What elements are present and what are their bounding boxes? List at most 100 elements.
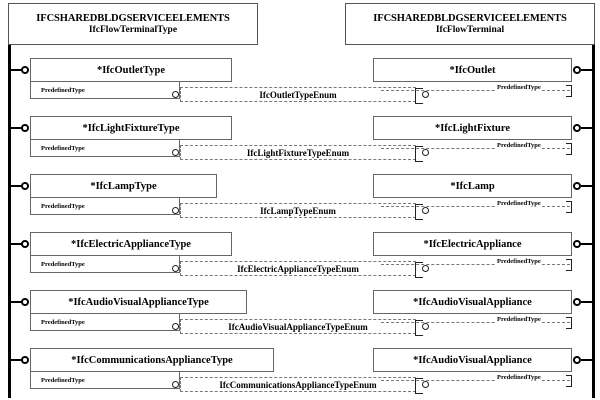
attribute-bracket-right [566,317,572,329]
enum-type-box: IfcAudioVisualApplianceTypeEnum [180,319,416,334]
attribute-row-left: PredefinedType [30,198,180,215]
enum-type-box: IfcElectricApplianceTypeEnum [180,261,416,276]
attribute-bracket-right [566,375,572,387]
optional-marker-right [422,323,429,330]
optional-marker-left [172,323,179,330]
entity-name-right: *IfcLamp [450,180,495,192]
enum-type-name: IfcCommunicationsApplianceTypeEnum [219,379,377,390]
attribute-label-predefinedtype: PredefinedType [41,144,85,152]
supertype-branch-left [11,359,22,361]
supertype-branch-right [581,359,592,361]
enum-type-name: IfcElectricApplianceTypeEnum [237,263,359,274]
entity-box-left: *IfcElectricApplianceType [30,232,232,256]
entity-box-right: *IfcAudioVisualAppliance [373,290,572,314]
optional-marker-right [422,381,429,388]
entity-name-right: *IfcElectricAppliance [423,238,522,250]
entity-name-left: *IfcLightFixtureType [82,122,180,134]
attribute-line-right [381,322,570,323]
supertype-branch-right [581,127,592,129]
entity-name-right: *IfcAudioVisualAppliance [413,296,532,308]
supertype-marker-left [21,124,29,132]
entity-name-left: *IfcCommunicationsApplianceType [71,354,233,366]
attribute-bracket-right [566,85,572,97]
enum-type-name: IfcOutletTypeEnum [259,89,337,100]
attribute-bracket-right [566,259,572,271]
attribute-label-predefinedtype: PredefinedType [41,202,85,210]
enum-type-name: IfcLightFixtureTypeEnum [246,147,350,158]
header-entity-name: IfcFlowTerminalType [88,24,178,35]
attribute-label-predefinedtype: PredefinedType [41,318,85,326]
supertype-branch-right [581,243,592,245]
enum-bracket-right [415,203,423,220]
attribute-label-predefinedtype-right: PredefinedType [496,200,542,207]
entity-box-right: *IfcOutlet [373,58,572,82]
supertype-branch-right [581,69,592,71]
entity-name-left: *IfcAudioVisualApplianceType [68,296,209,308]
entity-name-left: *IfcLampType [90,180,157,192]
enum-bracket-right [415,319,423,336]
supertype-marker-left [21,356,29,364]
supertype-marker-left [21,182,29,190]
supertype-marker-left [21,66,29,74]
attribute-label-predefinedtype-right: PredefinedType [496,258,542,265]
attribute-label-predefinedtype-right: PredefinedType [496,374,542,381]
attribute-bracket-right [566,143,572,155]
entity-box-left: *IfcLampType [30,174,217,198]
right-spine [592,45,595,398]
enum-bracket-right [415,377,423,394]
supertype-branch-left [11,301,22,303]
entity-box-left: *IfcCommunicationsApplianceType [30,348,274,372]
supertype-marker-right [573,356,581,364]
enum-type-box: IfcLampTypeEnum [180,203,416,218]
header-schema-name: IFCSHAREDBLDGSERVICEELEMENTS [36,12,230,24]
optional-marker-left [172,265,179,272]
supertype-marker-right [573,182,581,190]
supertype-branch-left [11,69,22,71]
entity-box-right: *IfcLamp [373,174,572,198]
attribute-row-left: PredefinedType [30,256,180,273]
attribute-line-right [381,148,570,149]
attribute-row-left: PredefinedType [30,372,180,389]
attribute-line-right [381,90,570,91]
supertype-marker-right [573,240,581,248]
supertype-branch-right [581,185,592,187]
attribute-line-right [381,264,570,265]
supertype-branch-left [11,243,22,245]
supertype-marker-right [573,124,581,132]
supertype-branch-left [11,127,22,129]
entity-box-right: *IfcElectricAppliance [373,232,572,256]
enum-bracket-right [415,261,423,278]
attribute-label-predefinedtype-right: PredefinedType [496,84,542,91]
enum-type-box: IfcLightFixtureTypeEnum [180,145,416,160]
optional-marker-right [422,207,429,214]
header-entity-name: IfcFlowTerminal [435,24,505,35]
entity-box-left: *IfcAudioVisualApplianceType [30,290,247,314]
entity-name-right: *IfcLightFixture [434,122,511,134]
attribute-label-predefinedtype-right: PredefinedType [496,316,542,323]
optional-marker-right [422,265,429,272]
entity-name-right: *IfcOutlet [449,64,496,76]
entity-name-left: *IfcOutletType [96,64,166,76]
optional-marker-left [172,207,179,214]
entity-box-left: *IfcLightFixtureType [30,116,232,140]
attribute-row-left: PredefinedType [30,82,180,99]
optional-marker-right [422,91,429,98]
enum-type-box: IfcOutletTypeEnum [180,87,416,102]
attribute-row-left: PredefinedType [30,314,180,331]
optional-marker-right [422,149,429,156]
supertype-marker-right [573,66,581,74]
optional-marker-left [172,381,179,388]
enum-type-name: IfcLampTypeEnum [260,205,336,216]
entity-box-right: *IfcAudioVisualAppliance [373,348,572,372]
attribute-label-predefinedtype: PredefinedType [41,376,85,384]
left-spine [8,45,11,398]
enum-bracket-right [415,87,423,104]
supertype-branch-left [11,185,22,187]
supertype-marker-right [573,298,581,306]
optional-marker-left [172,91,179,98]
header-schema-name: IFCSHAREDBLDGSERVICEELEMENTS [373,12,567,24]
attribute-label-predefinedtype: PredefinedType [41,86,85,94]
